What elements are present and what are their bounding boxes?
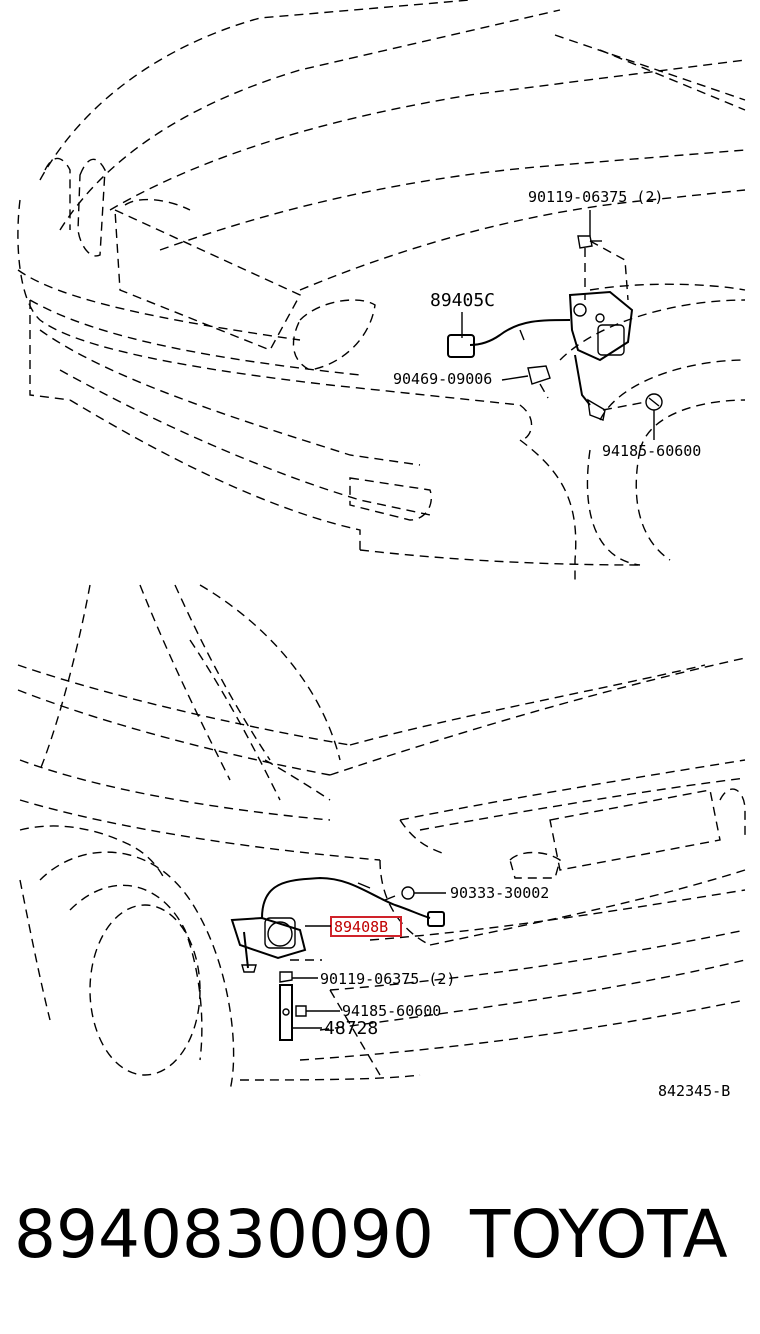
- callout-90119-bottom: 90119-06375 (2): [320, 970, 455, 988]
- bottom-callouts: 90333-30002 89408B 90119-06375 (2) 94185…: [292, 884, 730, 1100]
- callout-90333: 90333-30002: [450, 884, 549, 902]
- front-height-sensor: [447, 235, 663, 421]
- callout-90119-top: 90119-06375 (2): [528, 188, 663, 206]
- front-car-outline: [17, 0, 746, 580]
- callout-94185-bottom: 94185-60600: [342, 1002, 441, 1020]
- parts-diagram: 90119-06375 (2) 89405C 90469-09006 94185…: [17, 0, 746, 1100]
- part-number: 8940830090: [14, 1196, 434, 1273]
- top-callouts: 90119-06375 (2) 89405C 90469-09006 94185…: [393, 188, 701, 460]
- brand-name: TOYOTA: [470, 1196, 728, 1273]
- rear-height-sensor: [230, 876, 445, 1041]
- callout-90469: 90469-09006: [393, 370, 492, 388]
- rear-car-outline: [17, 584, 746, 1091]
- illustration-code: 842345-B: [658, 1082, 730, 1100]
- callout-89408B: 89408B: [334, 918, 388, 936]
- callout-48728: 48728: [324, 1018, 378, 1039]
- callout-94185-top: 94185-60600: [602, 442, 701, 460]
- callout-89405C: 89405C: [430, 290, 495, 311]
